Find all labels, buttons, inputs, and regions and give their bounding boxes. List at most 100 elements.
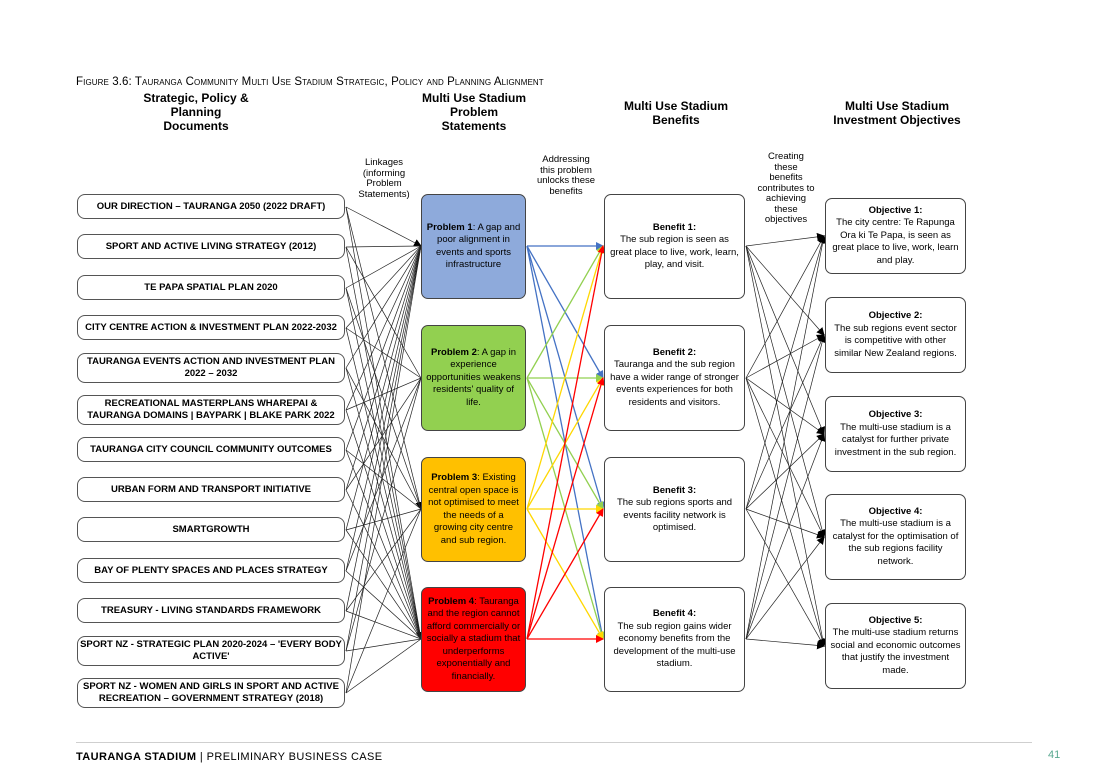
objective-line [745, 245, 827, 647]
document-linkage-lines [345, 206, 424, 694]
linkage-line [345, 367, 422, 510]
linkage-line [345, 610, 422, 640]
objective-text: The sub regions event sector is competit… [834, 322, 957, 359]
page-number: 41 [1048, 749, 1061, 761]
benefit-text: Tauranga and the sub region have a wider… [610, 359, 739, 408]
linkage-line [345, 508, 422, 531]
objective-line [745, 334, 825, 379]
objective-line [745, 433, 825, 510]
linkage-line [345, 638, 422, 694]
linkage-line [345, 377, 422, 572]
objective-line [745, 245, 826, 435]
linkages-label: Linkages (informing Problem Statements) [358, 157, 410, 200]
benefit-text: The sub region is seen as great place to… [610, 234, 739, 270]
footer-separator: | [196, 751, 207, 763]
objective-title: Objective 3: [868, 409, 923, 420]
document-box: TAURANGA EVENTS ACTION AND INVESTMENT PL… [77, 353, 345, 383]
benefit-text: The sub regions sports and events facili… [616, 497, 733, 533]
benefit-objective-lines [745, 232, 827, 650]
linkage-line [345, 377, 422, 411]
objectives-header: Multi Use Stadium Investment Objectives [833, 99, 961, 127]
linkage-line [345, 287, 422, 510]
objective-title: Objective 1: [868, 204, 923, 216]
objective-line [745, 245, 827, 538]
linkage-line [345, 245, 422, 411]
objective-line [745, 377, 825, 538]
objective-box-4: Objective 4: The multi-use stadium is a … [825, 494, 966, 580]
benefit-arrow [526, 377, 605, 640]
linkage-line [345, 245, 422, 369]
benefit-arrow [526, 245, 606, 640]
linkage-line [345, 245, 422, 694]
linkage-line [345, 508, 422, 694]
benefit-arrow [526, 245, 604, 379]
document-box: OUR DIRECTION – TAURANGA 2050 (2022 DRAF… [77, 194, 345, 219]
linkage-line [345, 449, 422, 510]
objective-line [745, 536, 825, 640]
linkage-line [345, 287, 422, 640]
objective-line [745, 508, 825, 647]
linkage-line [345, 245, 422, 572]
linkage-line [345, 246, 422, 640]
benefits-header: Multi Use Stadium Benefits [623, 99, 728, 127]
benefit-title: Benefit 3: [652, 484, 697, 496]
linkage-line [345, 206, 424, 640]
linkage-line [345, 529, 422, 640]
problem-title: Problem 3 [431, 472, 478, 483]
linkage-line [345, 206, 422, 247]
objective-title: Objective 4: [868, 505, 923, 517]
problem-text: : A gap and poor alignment in events and… [436, 221, 521, 271]
benefit-box-1: Benefit 1: The sub region is seen as gre… [604, 194, 745, 299]
document-box: SMARTGROWTH [77, 517, 345, 542]
objective-line [745, 334, 825, 510]
objective-line [745, 433, 826, 640]
figure-title: Figure 3.6: Tauranga Community Multi Use… [76, 76, 544, 88]
linkage-line [345, 327, 422, 640]
linkage-line [345, 245, 422, 491]
creating-label: Creating these benefits contributes to a… [757, 151, 815, 225]
problem-box-1: Problem 1: A gap and poor alignment in e… [421, 194, 526, 299]
problem-box-2: Problem 2: A gap in experience opportuni… [421, 325, 526, 431]
addressing-label: Addressing this problem unlocks these be… [536, 154, 596, 197]
objective-line [745, 232, 825, 247]
objective-line [745, 245, 825, 336]
document-box: URBAN FORM AND TRANSPORT INITIATIVE [77, 477, 345, 502]
linkage-line [345, 245, 422, 531]
document-box: SPORT AND ACTIVE LIVING STRATEGY (2012) [77, 234, 345, 259]
problem-benefit-arrows [526, 242, 606, 643]
linkage-line [345, 377, 422, 652]
linkage-line [345, 246, 422, 379]
benefit-box-4: Benefit 4: The sub region gains wider ec… [604, 587, 745, 692]
benefit-box-3: Benefit 3: The sub regions sports and ev… [604, 457, 745, 562]
objective-text: The city centre: Te Rapunga Ora ki Te Pa… [832, 217, 959, 266]
documents-header: Strategic, Policy & Planning Documents [143, 91, 249, 133]
objective-line [745, 235, 825, 379]
linkage-line [345, 206, 424, 510]
objective-line [745, 334, 827, 640]
benefit-box-2: Benefit 2: Tauranga and the sub region h… [604, 325, 745, 431]
objective-title: Objective 5: [868, 614, 923, 626]
objective-line [745, 508, 825, 539]
linkage-line [345, 245, 422, 289]
document-box: TREASURY - LIVING STANDARDS FRAMEWORK [77, 598, 345, 623]
problem-text: : A gap in experience opportunities weak… [426, 346, 521, 408]
objective-box-1: Objective 1: The city centre: Te Rapunga… [825, 198, 966, 274]
document-box: CITY CENTRE ACTION & INVESTMENT PLAN 202… [77, 315, 345, 340]
linkage-line [345, 245, 422, 248]
footer-divider [76, 742, 1032, 743]
objective-text: The multi-use stadium is a catalyst for … [832, 518, 959, 567]
objective-box-2: Objective 2: The sub regions event secto… [825, 297, 966, 373]
objective-box-5: Objective 5: The multi-use stadium retur… [825, 603, 966, 689]
benefit-title: Benefit 1: [652, 221, 697, 233]
problems-header: Multi Use Stadium Problem Statements [422, 91, 527, 133]
document-box: SPORT NZ - WOMEN AND GIRLS IN SPORT AND … [77, 678, 345, 708]
linkage-line [345, 245, 422, 612]
linkage-line [345, 367, 422, 640]
linkage-line [345, 245, 422, 451]
benefit-title: Benefit 2: [652, 346, 697, 358]
linkage-line [345, 245, 422, 329]
document-box: BAY OF PLENTY SPACES AND PLACES STRATEGY [77, 558, 345, 583]
linkage-line [345, 377, 422, 491]
objective-box-3: Objective 3: The multi-use stadium is a … [825, 396, 966, 472]
